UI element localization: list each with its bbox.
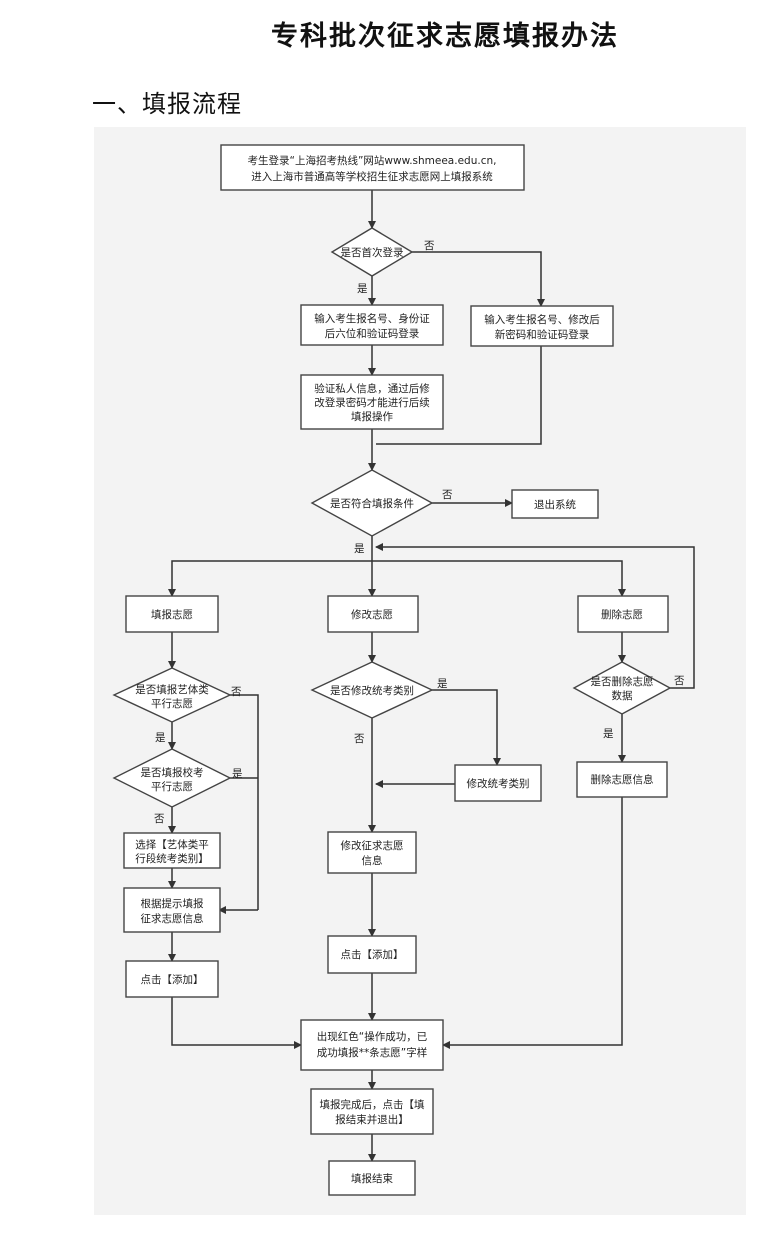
label-delete-data-yes: 是 — [603, 728, 614, 740]
edge-labels: 否 是 否 是 否 是 是 否 是 否 否 是 — [154, 240, 685, 825]
edge-delete-data-no — [375, 543, 695, 689]
label-school-yes: 是 — [232, 768, 243, 780]
node-start-line-2: 进入上海市普通高等学校招生征求志愿网上填报系统 — [251, 170, 493, 183]
svg-text:考生登录“上海招考热线”网站www.shmeea.edu.c: 考生登录“上海招考热线”网站www.shmeea.edu.cn, — [248, 154, 497, 167]
decision-modify-category: 是否修改统考类别 — [310, 661, 434, 719]
edge-first-login-no — [412, 251, 545, 307]
section-heading: 一、填报流程 — [92, 90, 242, 118]
node-click-add-left: 点击【添加】 — [125, 960, 219, 998]
node-modify-wish: 修改志愿 — [327, 595, 419, 633]
label-category-no: 否 — [354, 733, 365, 745]
node-exit-system: 退出系统 — [511, 489, 599, 519]
node-modify-category: 修改统考类别 — [454, 764, 542, 802]
node-finish-step: 填报完成后，点击【填 报结束并退出】 — [310, 1088, 434, 1135]
node-verify-info-line-3: 填报操作 — [351, 410, 393, 423]
label-category-yes: 是 — [437, 678, 448, 690]
node-end: 填报结束 — [328, 1160, 416, 1196]
decision-first-login: 是否首次登录 — [330, 227, 414, 277]
node-delete-info: 删除志愿信息 — [576, 761, 668, 798]
node-fill-wish-label: 填报志愿 — [151, 608, 193, 621]
edge-branch-left — [168, 560, 372, 597]
node-modify-category-label: 修改统考类别 — [467, 777, 530, 790]
node-start-line-1: 考生登录“上海招考热线”网站www.shmeea.edu.cn, — [248, 154, 497, 167]
node-select-category-line-1: 选择【艺体类平 — [135, 838, 209, 851]
decision-first-login-label: 是否首次登录 — [341, 246, 404, 259]
decision-delete-data-line-2: 数据 — [612, 689, 633, 702]
decision-delete-data-line-1: 是否删除志愿 — [591, 675, 654, 688]
node-start: 考生登录“上海招考热线”网站www.shmeea.edu.cn, 进入上海市普通… — [220, 144, 525, 191]
node-fill-wish: 填报志愿 — [125, 595, 219, 633]
node-success-msg-line-1: 出现红色“操作成功，已 — [317, 1030, 427, 1043]
decision-art: 是否填报艺体类 平行志愿 — [112, 667, 232, 723]
node-delete-wish-label: 删除志愿 — [601, 608, 643, 621]
node-repeat-login-entry-line-1: 输入考生报名号、修改后 — [484, 313, 600, 326]
decision-art-line-2: 平行志愿 — [151, 697, 193, 710]
node-repeat-login-entry: 输入考生报名号、修改后 新密码和验证码登录 — [470, 305, 614, 347]
node-modify-info: 修改征求志愿 信息 — [327, 831, 417, 874]
label-eligible-no: 否 — [442, 489, 453, 501]
edge-add-left-to-success — [171, 997, 302, 1049]
node-delete-wish: 删除志愿 — [577, 595, 669, 633]
label-first-login-no: 否 — [424, 240, 435, 252]
decision-school-exam-line-1: 是否填报校考 — [141, 766, 204, 779]
decision-art-line-1: 是否填报艺体类 — [135, 683, 209, 696]
node-click-add-mid-label: 点击【添加】 — [341, 948, 404, 961]
node-fill-by-hint: 根据提示填报 征求志愿信息 — [123, 887, 221, 933]
label-eligible-yes: 是 — [354, 543, 365, 555]
label-art-no: 否 — [231, 686, 242, 698]
node-finish-step-line-2: 报结束并退出】 — [335, 1113, 409, 1126]
label-delete-data-no: 否 — [674, 675, 685, 687]
node-verify-info-line-1: 验证私人信息，通过后修 — [314, 382, 430, 395]
node-success-msg: 出现红色“操作成功，已 成功填报**条志愿”字样 — [300, 1019, 444, 1071]
edge-delete-info-to-success — [442, 797, 623, 1049]
decision-school-exam-line-2: 平行志愿 — [151, 780, 193, 793]
decision-delete-data: 是否删除志愿 数据 — [572, 661, 672, 715]
label-first-login-yes: 是 — [357, 283, 368, 295]
node-click-add-left-label: 点击【添加】 — [141, 973, 204, 986]
edge-branch-right — [372, 560, 626, 597]
node-modify-wish-label: 修改志愿 — [351, 608, 393, 621]
node-modify-info-line-2: 信息 — [362, 854, 383, 867]
node-modify-info-line-1: 修改征求志愿 — [341, 839, 404, 852]
node-exit-system-label: 退出系统 — [534, 498, 576, 511]
decision-modify-category-label: 是否修改统考类别 — [330, 684, 414, 697]
edge-category-yes — [432, 689, 501, 766]
decision-eligible: 是否符合填报条件 — [310, 469, 434, 537]
label-art-yes: 是 — [155, 732, 166, 744]
node-click-add-mid: 点击【添加】 — [327, 935, 417, 974]
node-select-category: 选择【艺体类平 行段统考类别】 — [123, 832, 221, 869]
node-fill-by-hint-line-2: 征求志愿信息 — [141, 912, 204, 925]
node-first-login-entry-line-1: 输入考生报名号、身份证 — [314, 312, 430, 325]
edge-repeat-entry-to-merge — [376, 346, 542, 445]
document-title: 专科批次征求志愿填报办法 — [271, 21, 619, 52]
node-verify-info: 验证私人信息，通过后修 改登录密码才能进行后续 填报操作 — [300, 374, 444, 430]
node-success-msg-line-2: 成功填报**条志愿”字样 — [317, 1046, 427, 1059]
node-end-label: 填报结束 — [351, 1172, 393, 1185]
decision-eligible-label: 是否符合填报条件 — [330, 497, 414, 510]
node-repeat-login-entry-line-2: 新密码和验证码登录 — [495, 328, 590, 341]
label-school-no: 否 — [154, 813, 165, 825]
node-first-login-entry-line-2: 后六位和验证码登录 — [325, 327, 420, 340]
node-first-login-entry: 输入考生报名号、身份证 后六位和验证码登录 — [300, 304, 444, 346]
svg-text:进入上海市普通高等学校招生征求志愿网上填报系统: 进入上海市普通高等学校招生征求志愿网上填报系统 — [251, 170, 493, 183]
edge-art-no — [230, 694, 259, 910]
flowchart-edges — [168, 190, 695, 1162]
decision-school-exam: 是否填报校考 平行志愿 — [112, 748, 232, 808]
node-fill-by-hint-line-1: 根据提示填报 — [141, 897, 204, 910]
node-verify-info-line-2: 改登录密码才能进行后续 — [314, 396, 430, 409]
node-select-category-line-2: 行段统考类别】 — [135, 852, 209, 865]
node-delete-info-label: 删除志愿信息 — [591, 773, 654, 786]
node-finish-step-line-1: 填报完成后，点击【填 — [320, 1098, 425, 1111]
